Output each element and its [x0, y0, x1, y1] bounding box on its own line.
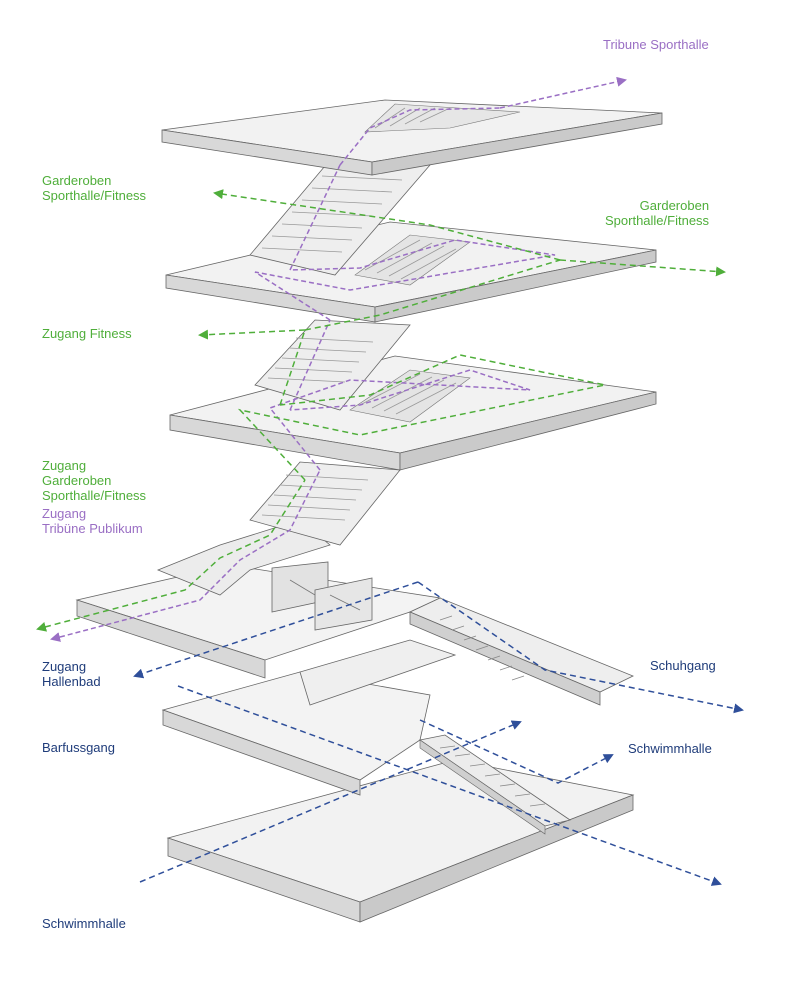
path-tribuene	[50, 76, 627, 642]
label-line: Zugang	[42, 506, 87, 521]
label-line: Hallenbad	[42, 674, 101, 689]
slab-ground-floor	[75, 519, 634, 706]
label-text: Schwimmhalle	[628, 741, 712, 756]
label-zugang-garderoben: Zugang Garderoben Sporthalle/Fitness	[42, 458, 146, 503]
slab-level-2	[165, 221, 657, 323]
label-line: Sporthalle/Fitness	[605, 213, 710, 228]
slab-barfussgang	[161, 639, 571, 835]
label-text: Schuhgang	[650, 658, 716, 673]
label-tribune-sporthalle: Tribune Sporthalle	[603, 37, 709, 52]
label-text: Zugang Fitness	[42, 326, 132, 341]
label-text: Tribune Sporthalle	[603, 37, 709, 52]
label-line: Sporthalle/Fitness	[42, 188, 147, 203]
label-schwimmhalle-bottom: Schwimmhalle	[42, 916, 126, 931]
slab-schwimmhalle	[166, 759, 635, 923]
label-text: Barfussgang	[42, 740, 115, 755]
slab-top	[161, 99, 663, 176]
label-garderoben-right: Garderoben Sporthalle/Fitness	[605, 198, 709, 228]
label-line: Garderoben	[42, 473, 112, 488]
label-schuhgang: Schuhgang	[650, 658, 716, 673]
label-schwimmhalle-right: Schwimmhalle	[628, 741, 712, 756]
label-line: Zugang	[42, 659, 87, 674]
label-line: Garderoben	[639, 198, 710, 213]
label-text: Schwimmhalle	[42, 916, 126, 931]
label-zugang-tribuene: Zugang Tribüne Publikum	[42, 506, 143, 536]
label-line: Garderoben	[42, 173, 112, 188]
label-zugang-hallenbad: Zugang Hallenbad	[42, 659, 101, 689]
label-zugang-fitness: Zugang Fitness	[42, 326, 132, 341]
path-hallenbad	[133, 581, 744, 714]
path-garderoben	[36, 189, 726, 632]
label-barfussgang: Barfussgang	[42, 740, 115, 755]
label-line: Zugang	[42, 458, 87, 473]
slab-level-1	[169, 355, 657, 471]
label-line: Sporthalle/Fitness	[42, 488, 147, 503]
label-line: Tribüne Publikum	[42, 521, 143, 536]
path-barfussgang	[139, 685, 722, 886]
label-garderoben-left: Garderoben Sporthalle/Fitness	[42, 173, 146, 203]
